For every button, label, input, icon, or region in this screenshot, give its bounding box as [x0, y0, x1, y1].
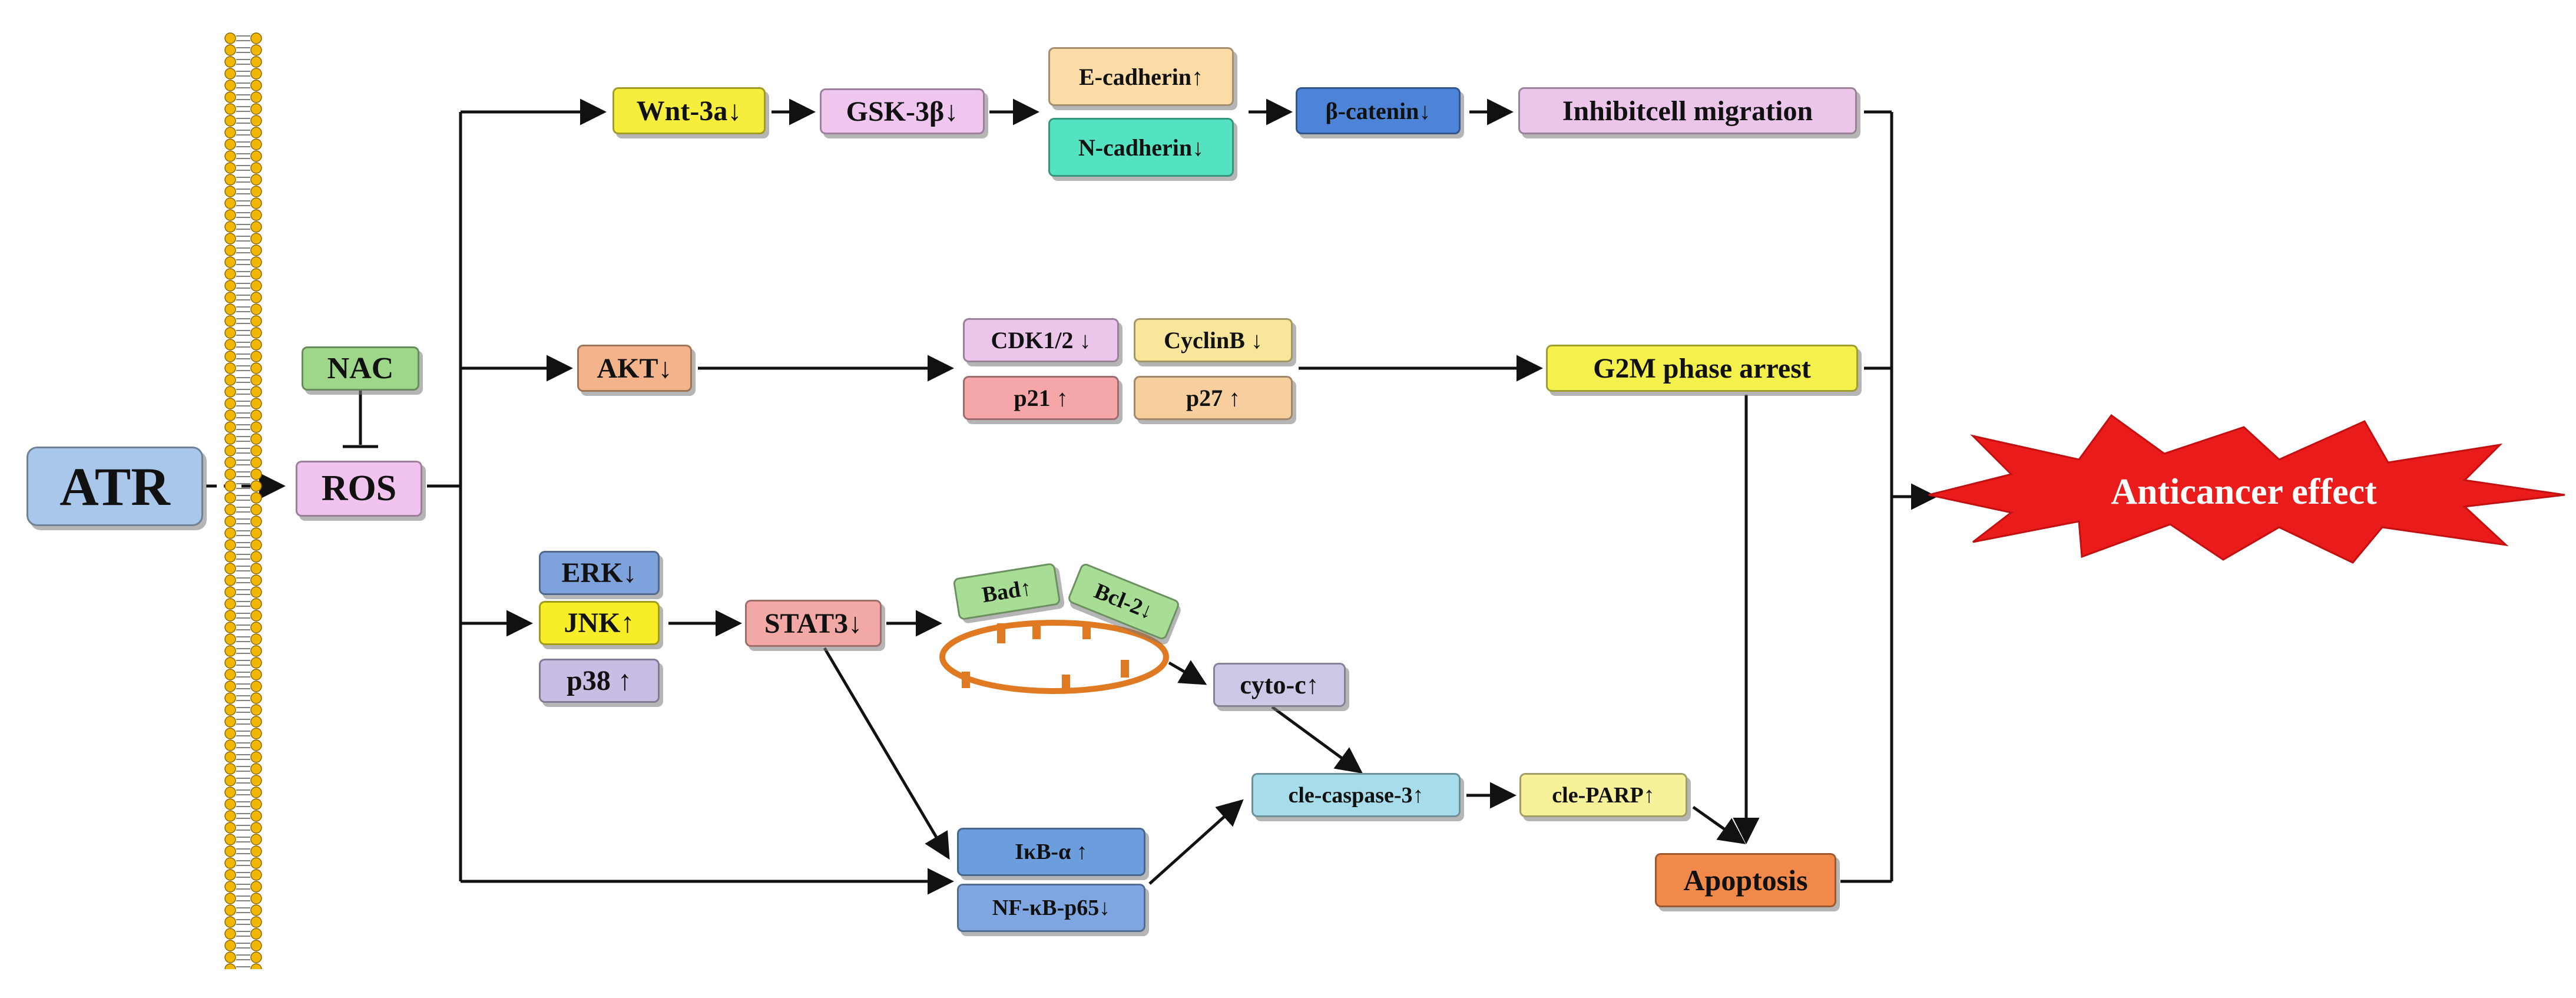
e-cadherin-node: E-cadherin↑: [1048, 47, 1234, 106]
cyto-c-node: cyto-c↑: [1213, 663, 1346, 707]
apoptosis-node: Apoptosis: [1655, 853, 1836, 907]
anticancer-label: Anticancer effect: [2111, 472, 2377, 512]
cdk12-node: CDK1/2 ↓: [963, 318, 1119, 362]
inhibit-migration-node: Inhibitcell migration: [1518, 87, 1857, 134]
stat3-node: STAT3↓: [745, 600, 882, 647]
erk-node: ERK↓: [539, 551, 660, 595]
p27-node: p27 ↑: [1134, 376, 1293, 420]
arrow-cytoc-casp3: [1271, 705, 1363, 774]
ikb-alpha-node: IκB-α ↑: [957, 828, 1145, 876]
arrow-nfkb-casp3: [1148, 799, 1244, 885]
starburst-shape: [1928, 414, 2565, 564]
ros-node: ROS: [296, 461, 422, 517]
mitochondrion: [939, 620, 1169, 694]
arrow-parp-apoptosis: [1692, 805, 1746, 844]
p38-node: p38 ↑: [539, 659, 660, 703]
cle-caspase-3-node: cle-caspase-3↑: [1251, 773, 1461, 817]
wnt-3a-node: Wnt-3a↓: [612, 87, 766, 134]
cyclinb-node: CyclinB ↓: [1134, 318, 1293, 362]
jnk-node: JNK↑: [539, 601, 660, 645]
gsk-3b-node: GSK-3β↓: [820, 88, 985, 134]
akt-node: AKT↓: [577, 345, 692, 392]
atr-node: ATR: [27, 447, 203, 526]
nac-node: NAC: [302, 346, 419, 391]
cell-membrane: [224, 32, 263, 969]
anticancer-starburst: Anticancer effect: [1928, 414, 2565, 564]
p21-node: p21 ↑: [963, 376, 1119, 420]
g2m-arrest-node: G2M phase arrest: [1546, 345, 1858, 392]
b-catenin-node: β-catenin↓: [1296, 87, 1461, 134]
arrow-mito-cytoc: [1168, 660, 1207, 685]
nf-kb-p65-node: NF-κB-p65↓: [957, 884, 1145, 932]
cle-parp-node: cle-PARP↑: [1519, 773, 1687, 817]
arrow-stat3-ikb: [823, 647, 950, 860]
n-cadherin-node: N-cadherin↓: [1048, 118, 1234, 177]
